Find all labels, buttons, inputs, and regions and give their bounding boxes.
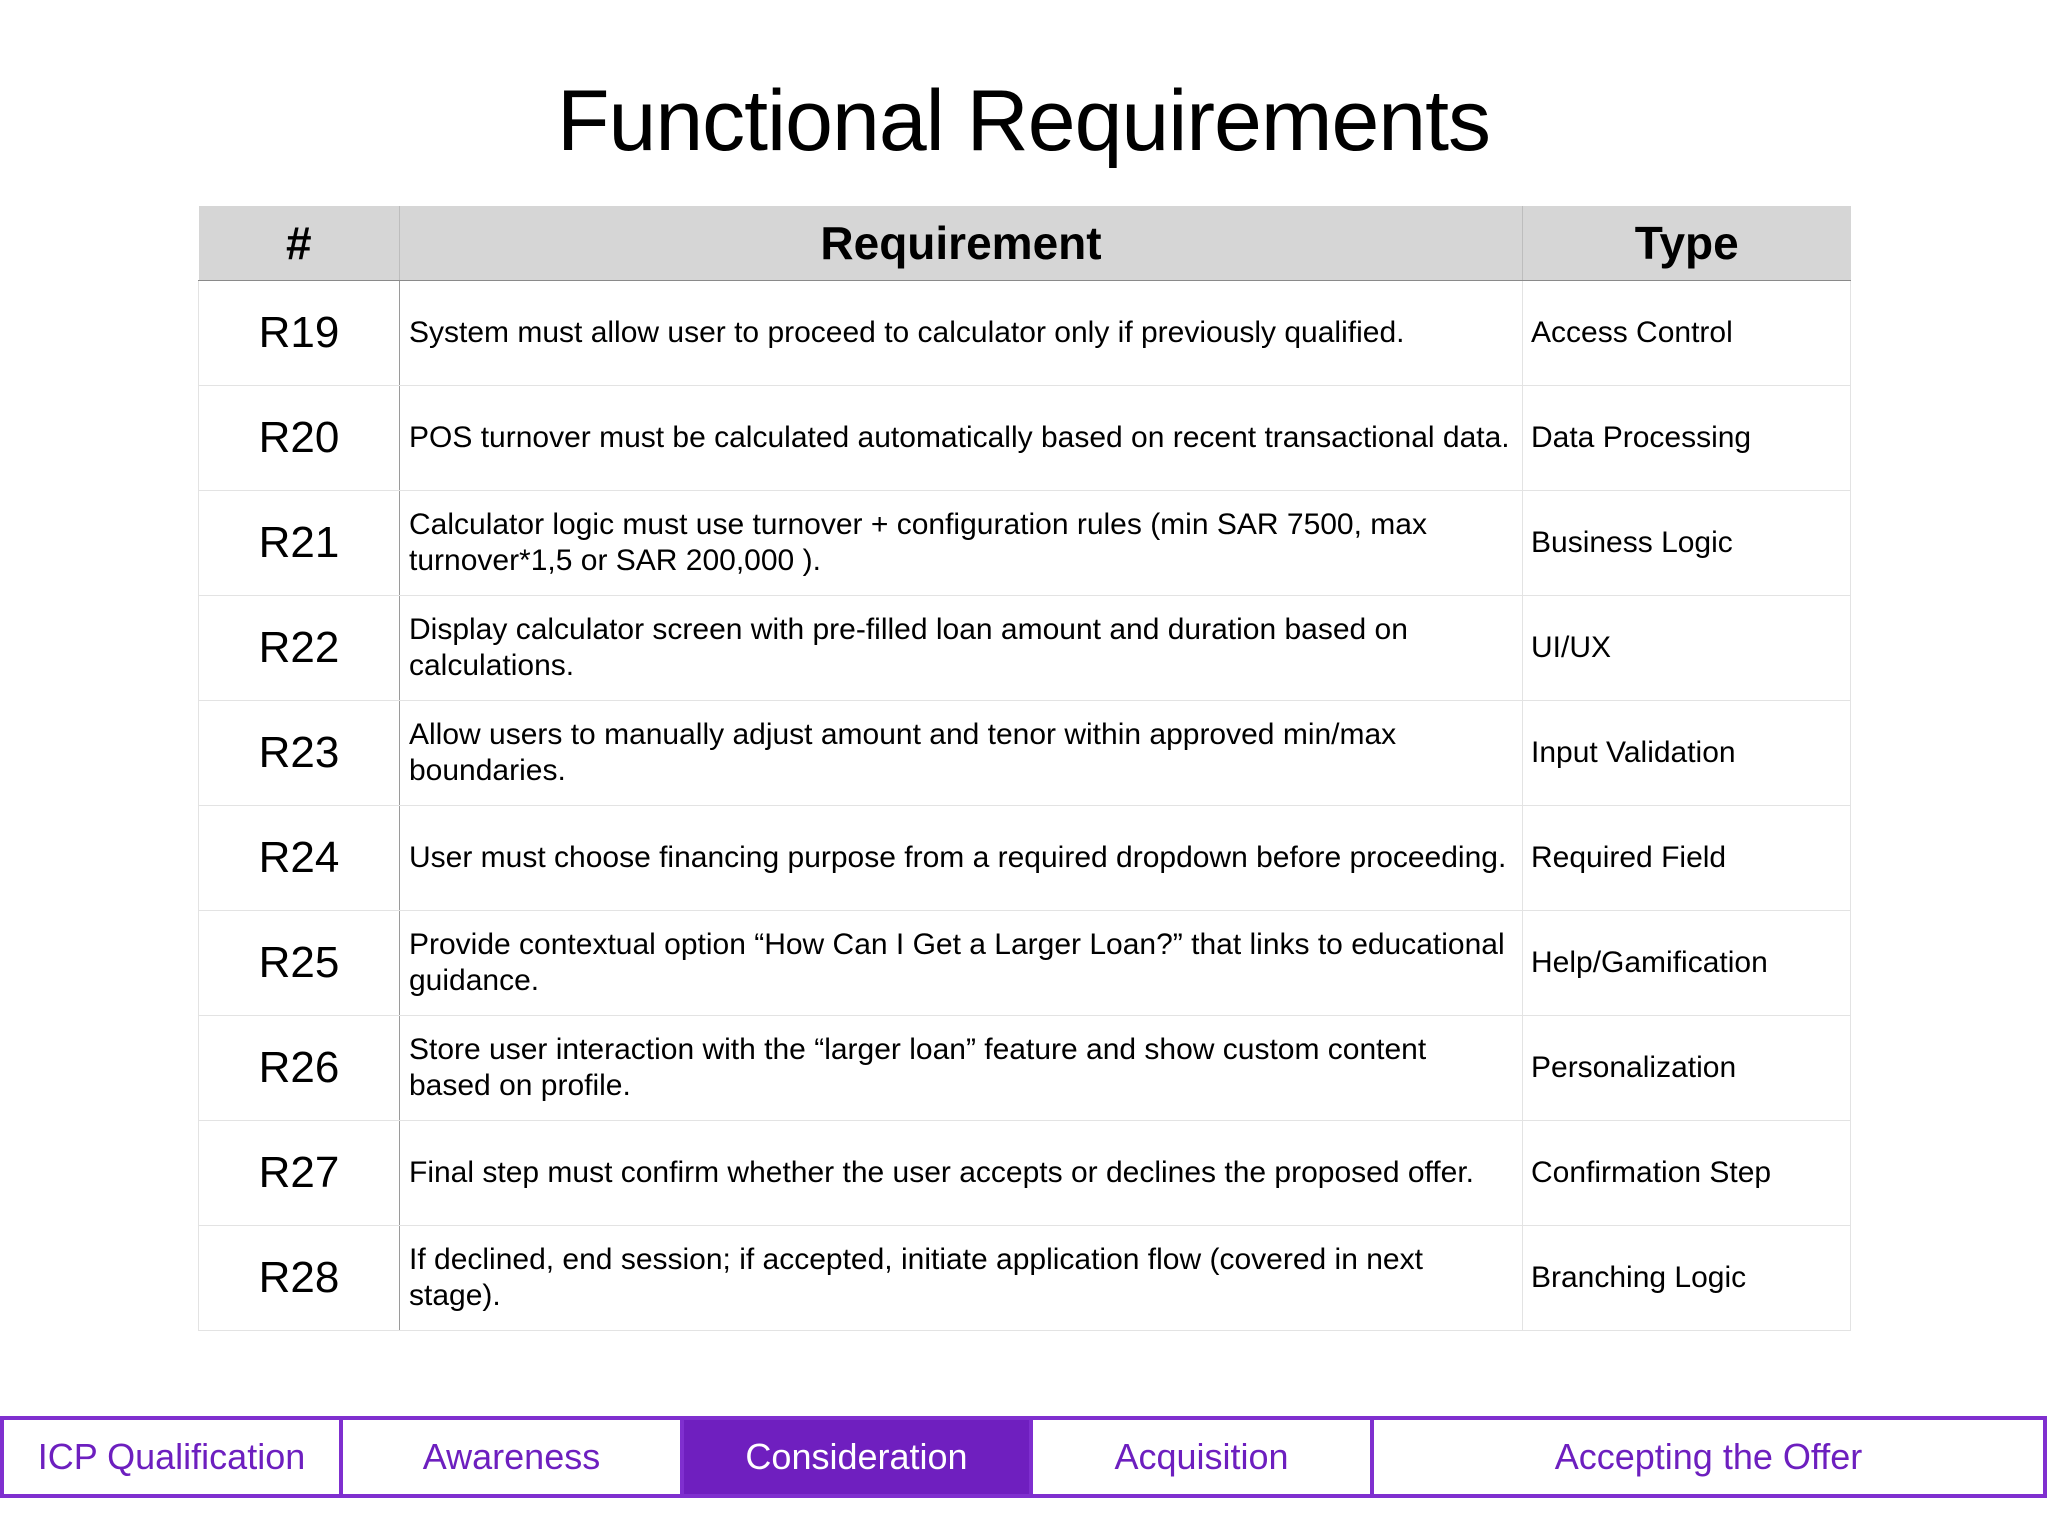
tab-consideration[interactable]: Consideration bbox=[684, 1416, 1033, 1498]
requirement-id: R24 bbox=[198, 805, 400, 911]
table-row: R20 POS turnover must be calculated auto… bbox=[198, 385, 1851, 491]
table-row: R22 Display calculator screen with pre-f… bbox=[198, 595, 1851, 701]
requirement-id: R22 bbox=[198, 595, 400, 701]
table-row: R25 Provide contextual option “How Can I… bbox=[198, 910, 1851, 1016]
requirement-text: Store user interaction with the “larger … bbox=[399, 1015, 1523, 1121]
requirement-id: R20 bbox=[198, 385, 400, 491]
requirement-id: R26 bbox=[198, 1015, 400, 1121]
requirement-text: POS turnover must be calculated automati… bbox=[399, 385, 1523, 491]
requirement-type: Branching Logic bbox=[1522, 1225, 1851, 1331]
requirement-text: Display calculator screen with pre-fille… bbox=[399, 595, 1523, 701]
tab-accepting-the-offer[interactable]: Accepting the Offer bbox=[1374, 1416, 2047, 1498]
table-row: R28 If declined, end session; if accepte… bbox=[198, 1225, 1851, 1331]
requirement-type: Business Logic bbox=[1522, 490, 1851, 596]
requirement-text: Calculator logic must use turnover + con… bbox=[399, 490, 1523, 596]
requirement-type: Access Control bbox=[1522, 280, 1851, 386]
stage-nav-bar: ICP Qualification Awareness Consideratio… bbox=[0, 1416, 2047, 1498]
table-row: R24 User must choose financing purpose f… bbox=[198, 805, 1851, 911]
table-body: R19 System must allow user to proceed to… bbox=[198, 280, 1851, 1331]
requirement-id: R19 bbox=[198, 280, 400, 386]
requirement-type: Personalization bbox=[1522, 1015, 1851, 1121]
requirement-id: R28 bbox=[198, 1225, 400, 1331]
requirement-text: User must choose financing purpose from … bbox=[399, 805, 1523, 911]
table-row: R19 System must allow user to proceed to… bbox=[198, 280, 1851, 386]
table-header: # Requirement Type bbox=[198, 206, 1851, 281]
requirement-text: If declined, end session; if accepted, i… bbox=[399, 1225, 1523, 1331]
requirement-id: R27 bbox=[198, 1120, 400, 1226]
requirements-table: # Requirement Type R19 System must allow… bbox=[198, 206, 1851, 1331]
header-row: # Requirement Type bbox=[198, 206, 1851, 281]
requirement-text: Provide contextual option “How Can I Get… bbox=[399, 910, 1523, 1016]
requirement-text: Allow users to manually adjust amount an… bbox=[399, 700, 1523, 806]
requirement-type: Input Validation bbox=[1522, 700, 1851, 806]
requirement-type: Help/Gamification bbox=[1522, 910, 1851, 1016]
tab-icp-qualification[interactable]: ICP Qualification bbox=[0, 1416, 343, 1498]
header-type: Type bbox=[1522, 206, 1851, 281]
requirement-text: System must allow user to proceed to cal… bbox=[399, 280, 1523, 386]
table-row: R27 Final step must confirm whether the … bbox=[198, 1120, 1851, 1226]
requirement-id: R23 bbox=[198, 700, 400, 806]
tab-awareness[interactable]: Awareness bbox=[343, 1416, 684, 1498]
tab-acquisition[interactable]: Acquisition bbox=[1033, 1416, 1374, 1498]
table-row: R21 Calculator logic must use turnover +… bbox=[198, 490, 1851, 596]
requirement-type: Data Processing bbox=[1522, 385, 1851, 491]
requirement-type: Confirmation Step bbox=[1522, 1120, 1851, 1226]
requirement-type: Required Field bbox=[1522, 805, 1851, 911]
requirement-id: R25 bbox=[198, 910, 400, 1016]
table-row: R23 Allow users to manually adjust amoun… bbox=[198, 700, 1851, 806]
header-number: # bbox=[198, 206, 400, 281]
page-title: Functional Requirements bbox=[556, 73, 1491, 169]
requirement-type: UI/UX bbox=[1522, 595, 1851, 701]
requirement-id: R21 bbox=[198, 490, 400, 596]
table-row: R26 Store user interaction with the “lar… bbox=[198, 1015, 1851, 1121]
header-requirement: Requirement bbox=[399, 206, 1523, 281]
requirement-text: Final step must confirm whether the user… bbox=[399, 1120, 1523, 1226]
